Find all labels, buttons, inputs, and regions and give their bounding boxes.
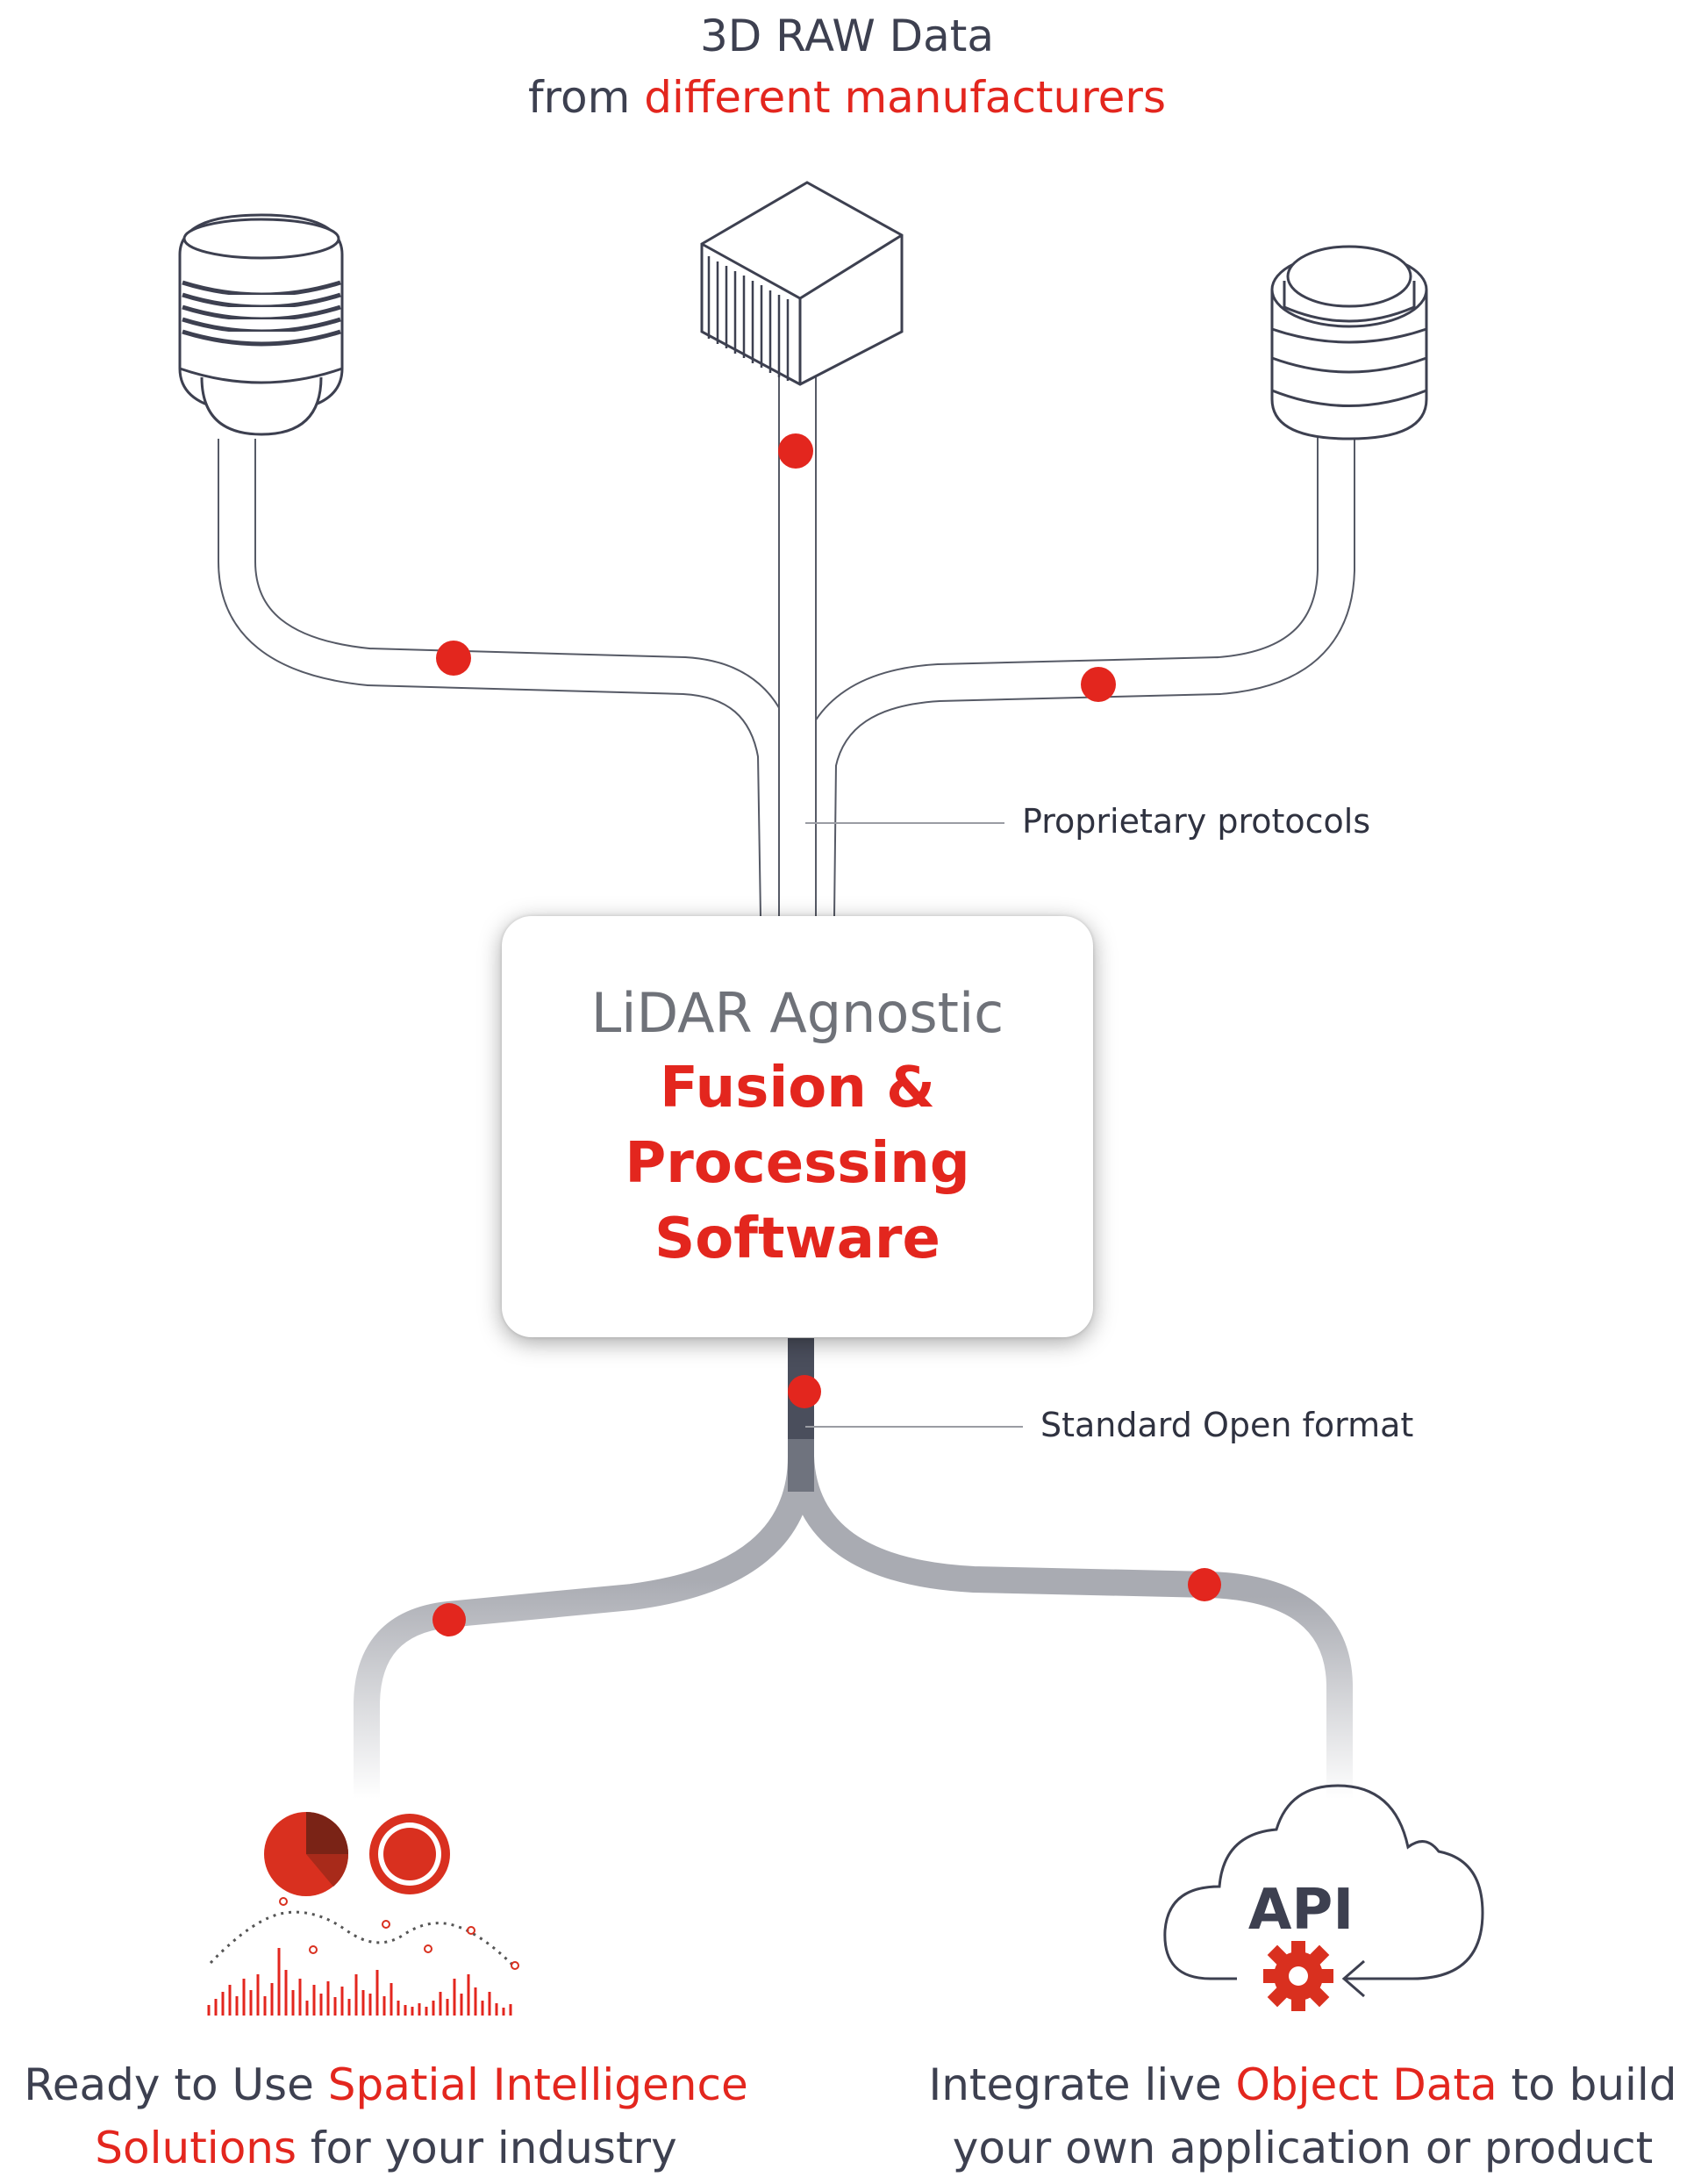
output-tubes <box>354 1338 1353 1799</box>
center-line-2: Fusion & Processing <box>625 1056 970 1196</box>
data-dot <box>436 641 471 676</box>
bar-histogram-icon <box>207 1948 512 2016</box>
right-output-line-2: your own application or product <box>952 2123 1654 2173</box>
right-highlight: Object Data <box>1235 2059 1497 2110</box>
title-highlight: different manufacturers <box>644 72 1167 123</box>
gear-icon <box>1263 1941 1333 2011</box>
left-output-text: Ready to Use Spatial Intelligence Soluti… <box>18 2053 754 2180</box>
data-dot <box>788 1375 821 1408</box>
left-suffix: for your industry <box>297 2123 677 2173</box>
data-dot <box>432 1603 466 1636</box>
title-prefix: from <box>527 72 645 123</box>
title-line-1: 3D RAW Data <box>699 11 995 61</box>
box-lidar-icon <box>700 181 904 386</box>
fusion-software-box: LiDAR Agnostic Fusion & Processing Softw… <box>502 916 1093 1337</box>
output-callout-label: Standard Open format <box>1040 1406 1414 1444</box>
left-highlight-1: Spatial Intelligence <box>327 2059 748 2110</box>
center-line-3: Software <box>654 1207 940 1271</box>
left-output-line-1: Ready to Use Spatial Intelligence <box>18 2053 754 2116</box>
pie-slice-icon <box>306 1812 348 1854</box>
cylinder-lidar-icon <box>1270 245 1428 440</box>
api-label: API <box>1248 1878 1354 1943</box>
trend-line-icon <box>209 1910 515 1967</box>
data-dot <box>778 433 813 469</box>
arrow-left-icon <box>1341 1959 1408 1998</box>
center-line-1: LiDAR Agnostic <box>590 981 1004 1045</box>
input-callout-label: Proprietary protocols <box>1022 802 1371 841</box>
left-prefix: Ready to Use <box>24 2059 328 2110</box>
right-output-text: Integrate live Object Data to build your… <box>921 2053 1684 2180</box>
left-highlight-2: Solutions <box>95 2123 297 2173</box>
right-suffix: to build <box>1497 2059 1677 2110</box>
title-line-2: from different manufacturers <box>0 67 1694 128</box>
cloud-outline-icon <box>1163 1784 1484 1980</box>
data-dot <box>1188 1568 1221 1601</box>
analytics-icon <box>207 1812 519 2016</box>
right-prefix: Integrate live <box>928 2059 1236 2110</box>
right-output-line-1: Integrate live Object Data to build <box>921 2053 1684 2116</box>
data-dot <box>1081 667 1116 702</box>
left-output-line-2: Solutions for your industry <box>18 2116 754 2180</box>
api-cloud-icon: API <box>1163 1784 1484 2011</box>
dome-lidar-icon <box>178 213 344 436</box>
diagram-title: 3D RAW Data from different manufacturers <box>0 5 1694 128</box>
